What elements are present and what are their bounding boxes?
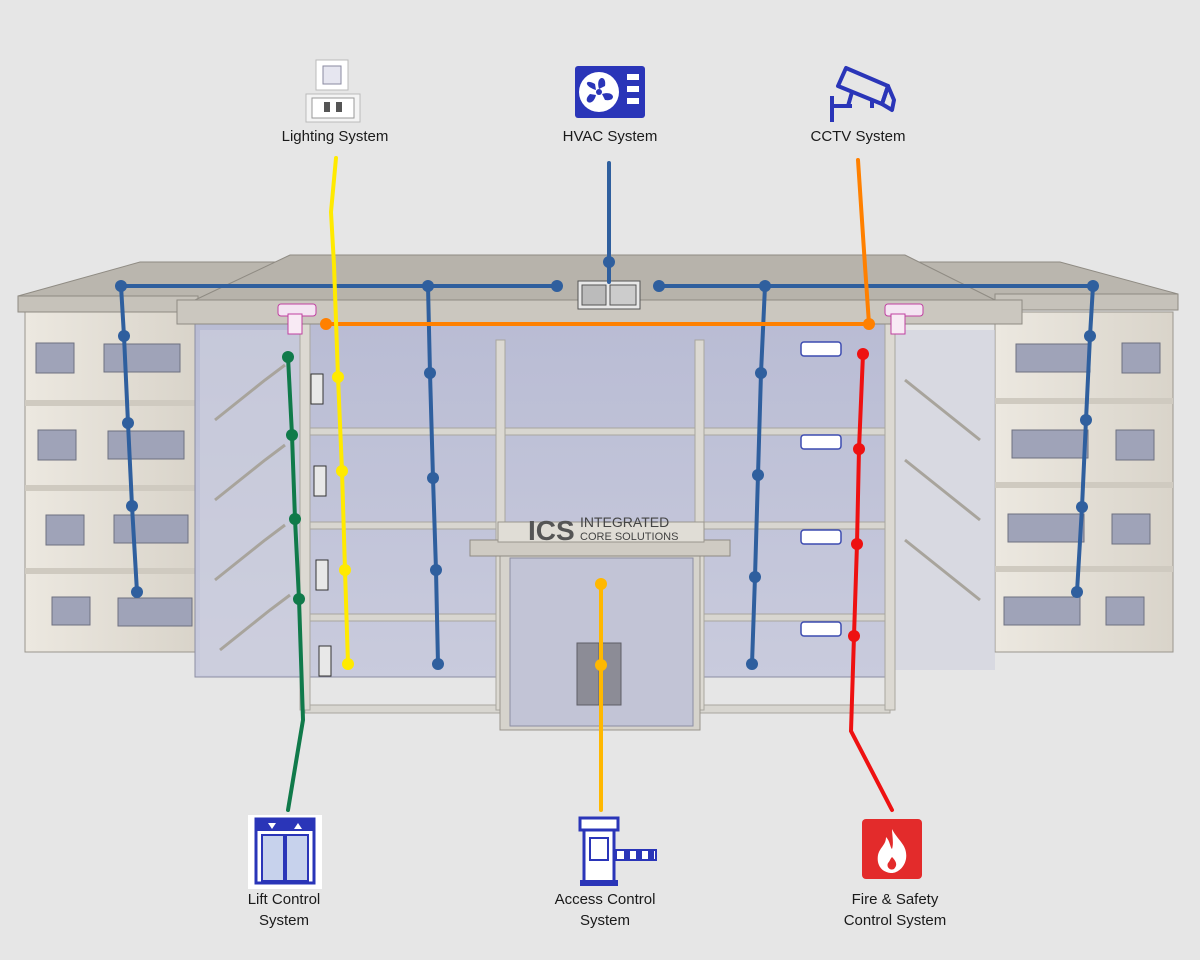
hvac-unit-icon [575,66,645,118]
hvac-nodes [115,256,1099,670]
fire-alarm-icon [862,819,922,879]
access-control-system-label: Access Control System [535,889,675,931]
lift-call-panels [310,373,332,677]
fire-label-line2: Control System [843,912,947,929]
cctv-camera-icon [830,66,896,122]
access-label-line2: System [579,912,630,929]
fire-lines [848,352,894,812]
lift-lines [286,355,306,812]
building: ICS INTEGRATED CORE SOLUTIONS [17,254,1179,731]
barrier-gate-icon [578,816,657,886]
wall-cctv-cameras [277,303,924,335]
brand-initials: ICS [528,515,575,546]
cctv-system-label: CCTV System [810,128,906,145]
cctv-nodes [320,318,875,330]
lift-label-line1: Lift Control [247,891,321,908]
lighting-nodes [332,371,354,670]
fire-label-line1: Fire & Safety [851,891,939,908]
lighting-system-label: Lighting System [281,128,389,145]
fire-safety-system-label: Fire & Safety Control System [815,889,975,931]
smoke-detectors [800,341,842,637]
lift-control-system-label: Lift Control System [214,889,354,931]
cctv-lines [324,158,871,326]
access-nodes [595,578,607,671]
access-label-line1: Access Control [554,891,656,908]
light-switch-icon [305,59,361,123]
brand-sign: ICS INTEGRATED CORE SOLUTIONS [528,514,678,546]
brand-line2: CORE SOLUTIONS [580,531,678,543]
lift-label-line2: System [258,912,309,929]
rooftop-hvac-unit [577,280,641,310]
brand-line1: INTEGRATED [580,514,669,530]
lift-nodes [282,351,305,605]
fire-nodes [848,348,869,642]
elevator-icon [248,815,322,889]
hvac-system-label: HVAC System [562,128,658,145]
